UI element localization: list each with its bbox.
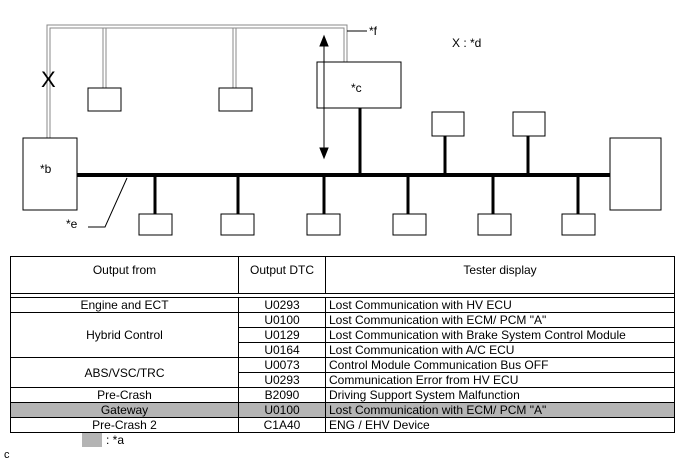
row-output-from: Pre-Crash 2 <box>10 417 239 433</box>
double-arrow-icon <box>319 34 329 160</box>
row-dtc: U0073 <box>238 357 326 373</box>
ecu-box-lower-4 <box>392 213 427 236</box>
ecu-box-lower-1 <box>138 213 173 236</box>
ecu-box-right <box>609 137 662 211</box>
label-b: *b <box>40 162 52 176</box>
row-output-from: Gateway <box>10 402 239 418</box>
ecu-box-upper-3 <box>431 111 465 137</box>
ecu-box-lower-2 <box>220 213 255 236</box>
table-row: U0129 Lost Communication with Brake Syst… <box>11 327 675 343</box>
corner-label: c <box>4 449 10 461</box>
row-display: Lost Communication with Brake System Con… <box>325 327 675 343</box>
row-dtc: B2090 <box>238 387 326 403</box>
row-display: Lost Communication with A/C ECU <box>325 342 675 358</box>
row-display: Lost Communication with HV ECU <box>325 297 675 313</box>
row-display: Control Module Communication Bus OFF <box>325 357 675 373</box>
table-header-row: Output from Output DTC Tester display <box>10 256 675 294</box>
row-display: Lost Communication with ECM/ PCM "A" <box>325 312 675 328</box>
ecu-box-upper-4 <box>512 111 546 137</box>
row-display: ENG / EHV Device <box>325 417 675 433</box>
row-display: Lost Communication with ECM/ PCM "A" <box>325 402 675 418</box>
upper-bus-line <box>46 24 367 138</box>
cross-mark-icon: X <box>41 67 56 92</box>
label-e: *e <box>66 217 78 231</box>
row-output-from: ABS/VSC/TRC <box>10 357 239 388</box>
legend-label: : *a <box>106 433 125 447</box>
legend-highlight: : *a <box>82 433 124 447</box>
ecu-box-c <box>316 61 402 109</box>
header-output-dtc: Output DTC <box>238 256 326 294</box>
row-output-from: Pre-Crash <box>10 387 239 403</box>
header-tester-display: Tester display <box>325 256 675 294</box>
label-c: *c <box>351 81 362 95</box>
row-output-from: Engine and ECT <box>10 297 239 313</box>
ecu-box-upper-2 <box>218 87 253 112</box>
ecu-box-b <box>22 137 78 211</box>
row-output-from: Hybrid Control <box>10 312 239 358</box>
row-dtc: U0100 <box>238 402 326 418</box>
row-display: Communication Error from HV ECU <box>325 372 675 388</box>
row-dtc: U0293 <box>238 372 326 388</box>
legend-swatch <box>82 433 102 447</box>
ecu-box-upper-1 <box>87 87 122 112</box>
ecu-box-lower-3 <box>306 213 341 236</box>
row-dtc: C1A40 <box>238 417 326 433</box>
table-row: Engine and ECT U0293 Lost Communication … <box>10 297 675 313</box>
dtc-table: Output from Output DTC Tester display En… <box>10 256 675 433</box>
row-dtc: U0129 <box>238 327 326 343</box>
table-row: U0293 Communication Error from HV ECU <box>11 372 675 388</box>
row-display: Driving Support System Malfunction <box>325 387 675 403</box>
table-row: Pre-Crash B2090 Driving Support System M… <box>10 387 675 403</box>
table-row: Pre-Crash 2 C1A40 ENG / EHV Device <box>10 417 675 433</box>
table-row: ABS/VSC/TRC U0073 Control Module Communi… <box>10 357 675 388</box>
table-row-highlighted: Gateway U0100 Lost Communication with EC… <box>10 402 675 418</box>
ecu-box-lower-5 <box>477 213 512 236</box>
row-dtc: U0164 <box>238 342 326 358</box>
row-dtc: U0100 <box>238 312 326 328</box>
label-d: X : *d <box>452 36 481 50</box>
table-row: Hybrid Control U0100 Lost Communication … <box>10 312 675 358</box>
header-output-from: Output from <box>10 256 239 294</box>
label-f: *f <box>369 24 378 38</box>
can-bus-diagram: X *b *c X : *d *e *f <box>22 24 662 236</box>
ecu-box-lower-6 <box>561 213 596 236</box>
row-dtc: U0293 <box>238 297 326 313</box>
